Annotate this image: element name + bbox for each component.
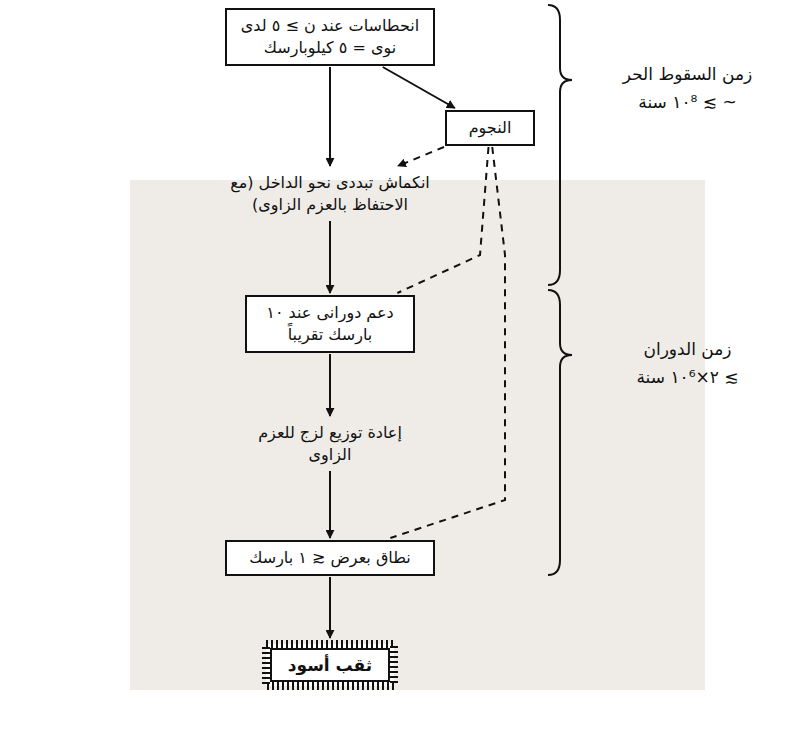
node-text: إعادة توزيع لزج للعزم الزاوى bbox=[256, 422, 404, 466]
dashed-connector bbox=[397, 147, 488, 293]
time-label: ~ ≳ ١٠⁸ سنة bbox=[580, 90, 795, 114]
process-step: إعادة توزيع لزج للعزم الزاوى bbox=[250, 418, 410, 470]
process-box: نطاق بعرض ≲ ١ بارسك bbox=[225, 540, 435, 576]
node-text: انكماش تبددى نحو الداخل (مع الاحتفاظ بال… bbox=[221, 172, 439, 216]
time-brace bbox=[548, 290, 572, 575]
time-label: زمن السقوط الحر bbox=[580, 62, 795, 86]
terminal-box: ثقب أسود bbox=[262, 640, 398, 690]
time-label: ≳ ٢×١٠⁶ سنة bbox=[580, 365, 795, 389]
process-box: دعم دورانى عند ١٠ بارسك تقريباً bbox=[245, 295, 415, 353]
node-text: نطاق بعرض ≲ ١ بارسك bbox=[235, 547, 425, 569]
time-label: زمن الدوران bbox=[580, 337, 795, 361]
process-step: انكماش تبددى نحو الداخل (مع الاحتفاظ بال… bbox=[215, 168, 445, 220]
flow-arrow bbox=[329, 354, 331, 416]
flow-arrow bbox=[329, 221, 331, 293]
flow-arrow bbox=[383, 67, 455, 108]
dashed-connector bbox=[398, 147, 444, 166]
flow-arrow bbox=[329, 471, 331, 538]
flow-arrow bbox=[329, 577, 331, 638]
node-text: دعم دورانى عند ١٠ بارسك تقريباً bbox=[255, 302, 405, 346]
inner-border bbox=[271, 649, 389, 681]
node-text: انحطاسات عند ن ≥ ٥ لدى نوى = ٥ كيلوبارسك bbox=[235, 15, 425, 59]
node-text: ثقب أسود bbox=[278, 654, 382, 676]
process-box: انحطاسات عند ن ≥ ٥ لدى نوى = ٥ كيلوبارسك bbox=[225, 8, 435, 66]
node-text: النجوم bbox=[455, 117, 525, 139]
photo-backdrop bbox=[130, 180, 705, 690]
time-brace bbox=[548, 5, 572, 285]
process-box: النجوم bbox=[445, 110, 535, 146]
flow-arrow bbox=[329, 67, 331, 166]
hatch-ring bbox=[266, 644, 394, 686]
